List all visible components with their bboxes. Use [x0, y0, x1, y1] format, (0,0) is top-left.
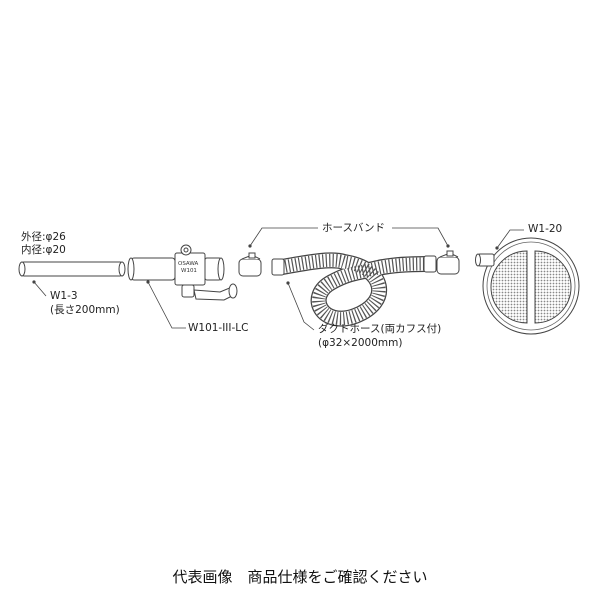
hose-leader-dot	[286, 281, 290, 285]
band-leader-left	[249, 227, 318, 247]
filter-w1-20	[475, 237, 580, 335]
gun-w101	[127, 244, 238, 301]
inner-diameter-label: 内径:φ20	[21, 244, 66, 256]
gun-leader-line	[147, 281, 186, 329]
pipe-model-label: W1-3	[50, 290, 78, 302]
pipe-length-label: (長さ200mm)	[50, 304, 120, 316]
filter-leader-dot	[495, 246, 499, 250]
hose-band-left	[238, 252, 262, 277]
band-leader-right	[392, 227, 449, 247]
gun-brand-text: OSAWA	[178, 261, 199, 267]
duct-hose-size-label: (φ32×2000mm)	[318, 337, 403, 349]
pipe-leader-dot	[32, 280, 36, 284]
caption-text: 代表画像 商品仕様をご確認ください	[172, 568, 428, 586]
filter-model-label: W1-20	[528, 223, 563, 235]
pipe-leader-line	[33, 281, 47, 297]
hose-band-label: ホースバンド	[322, 222, 385, 234]
gun-code-text: W101	[181, 268, 197, 274]
hose-leader-line	[287, 282, 315, 331]
duct-hose	[271, 252, 437, 327]
duct-hose-label: ダクトホース(両カフス付)	[318, 323, 442, 335]
hose-band-right	[436, 250, 460, 275]
gun-leader-dot	[146, 280, 150, 284]
pipe-w1-3	[18, 261, 126, 277]
filter-leader-line	[496, 229, 524, 249]
gun-model-label: W101-III-LC	[188, 322, 249, 334]
outer-diameter-label: 外径:φ26	[21, 231, 66, 243]
band-leader-right-dot	[446, 244, 450, 248]
band-leader-left-dot	[248, 244, 252, 248]
